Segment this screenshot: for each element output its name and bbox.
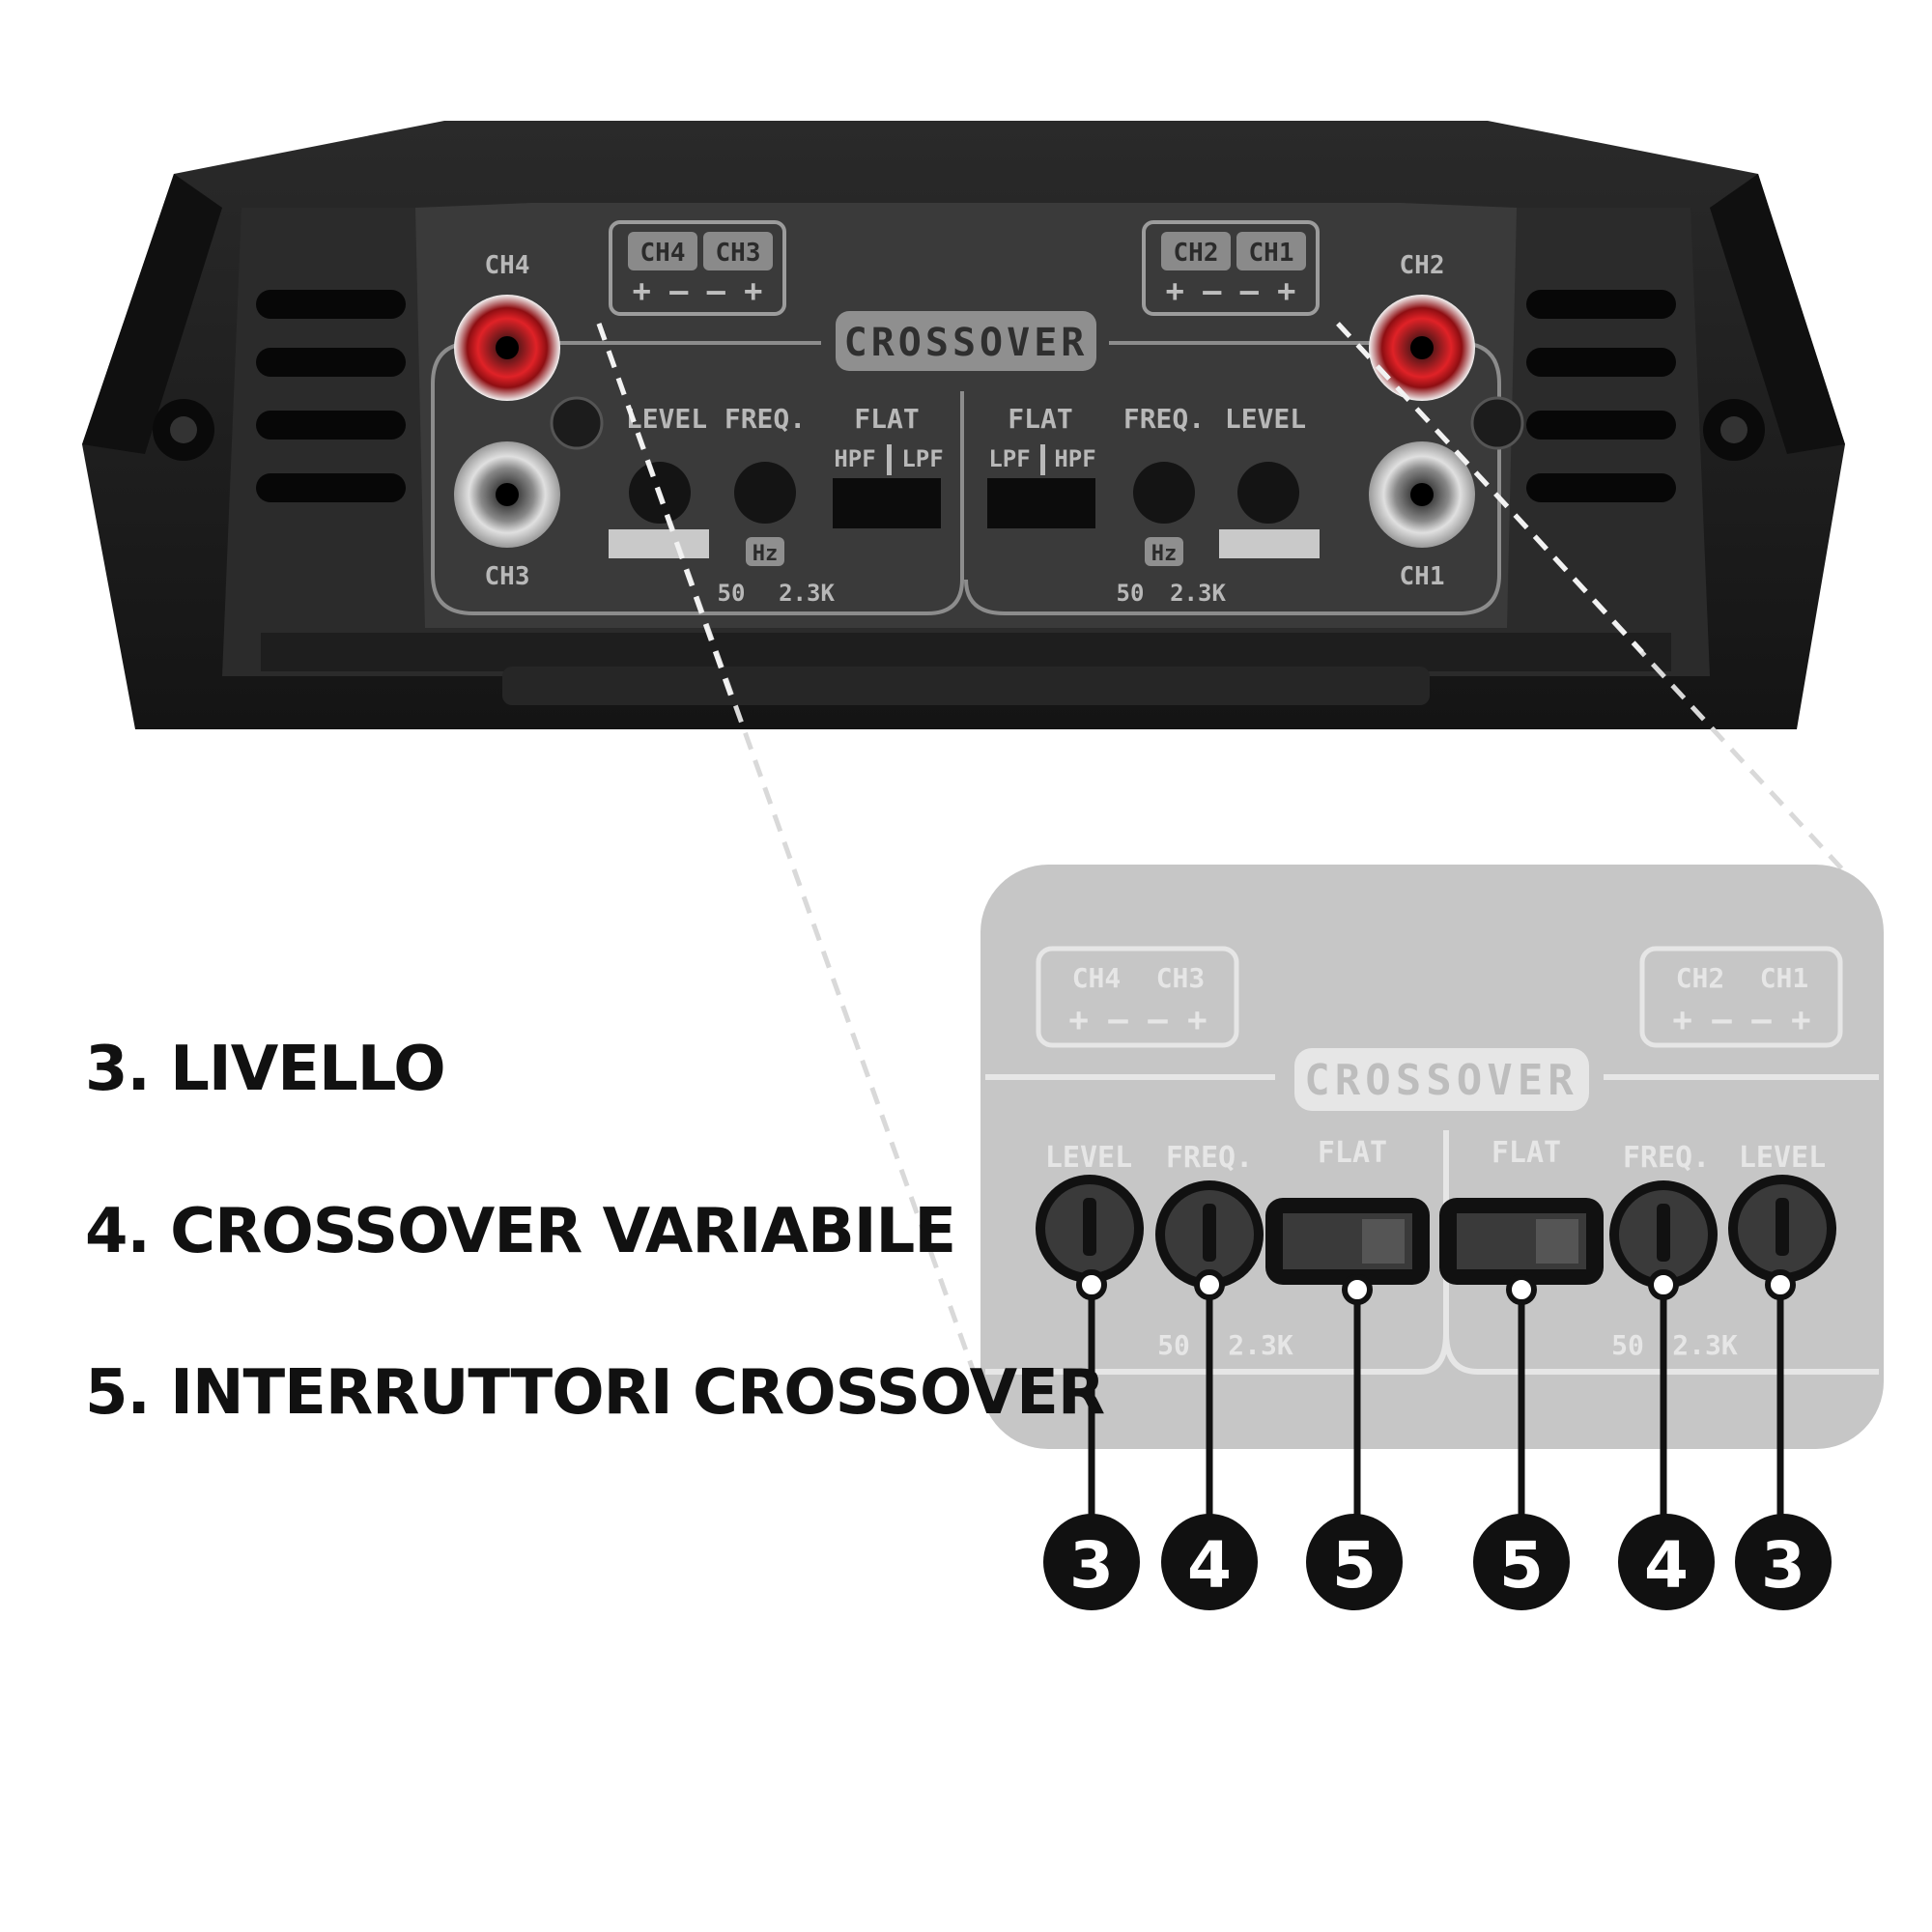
- freq-knob-right[interactable]: [1133, 462, 1195, 524]
- freq-max-left: 2.3K: [779, 580, 835, 607]
- svg-text:CH1: CH1: [1760, 962, 1809, 994]
- bridge-ch4-label: CH4: [640, 239, 686, 268]
- bridge-polarity-left: + – – +: [633, 272, 763, 309]
- bridge-label-ch4-ch3: CH4 CH3 + – – +: [609, 220, 786, 316]
- freq-max-right: 2.3K: [1170, 580, 1226, 607]
- bridge-ch3-label: CH3: [716, 239, 761, 268]
- svg-text:FREQ.: FREQ.: [1166, 1141, 1253, 1175]
- bridge-ch2-label: CH2: [1174, 239, 1219, 268]
- freq-min-left: 50: [718, 580, 746, 607]
- freq-label-right: FREQ.: [1123, 403, 1205, 435]
- zoom-bridge-left: CH4 CH3 + – – +: [1036, 946, 1239, 1048]
- svg-text:50: 50: [1157, 1329, 1190, 1361]
- zoom-level-knob-left[interactable]: [1036, 1175, 1144, 1283]
- svg-text:3: 3: [1069, 1528, 1114, 1603]
- level-label-left: LEVEL: [626, 403, 707, 435]
- ground-screw-right: [1470, 396, 1524, 450]
- callout-badge-freq-left: 4: [1161, 1514, 1258, 1610]
- svg-text:2.3K: 2.3K: [1228, 1329, 1293, 1361]
- legend-item-level: 3. LIVELLO: [85, 1034, 446, 1105]
- rca-input-ch2[interactable]: [1369, 295, 1475, 401]
- zoom-crossover-switch-right[interactable]: [1439, 1198, 1604, 1285]
- hz-label-left: Hz: [753, 542, 779, 566]
- svg-text:5: 5: [1332, 1528, 1377, 1603]
- freq-knob-left[interactable]: [734, 462, 796, 524]
- input-label-ch4: CH4: [485, 251, 530, 280]
- input-label-ch2: CH2: [1400, 251, 1445, 280]
- bridge-ch1-label: CH1: [1249, 239, 1294, 268]
- zoom-freq-knob-right[interactable]: [1609, 1180, 1718, 1289]
- vent-right: [1526, 290, 1676, 502]
- crossover-switch-left[interactable]: [833, 478, 941, 528]
- svg-text:FLAT: FLAT: [1492, 1136, 1561, 1170]
- legend-item-crossover-switches: 5. INTERRUTTORI CROSSOVER: [85, 1357, 1105, 1429]
- svg-text:2.3K: 2.3K: [1672, 1329, 1738, 1361]
- svg-text:FREQ.: FREQ.: [1623, 1141, 1710, 1175]
- callout-anchors: [1076, 1269, 1796, 1305]
- crossover-switch-right[interactable]: [987, 478, 1095, 528]
- svg-text:4: 4: [1644, 1528, 1689, 1603]
- hz-label-right: Hz: [1151, 542, 1178, 566]
- input-label-ch1: CH1: [1400, 562, 1445, 591]
- lpf-label-left: LPF: [901, 445, 943, 472]
- svg-text:5: 5: [1499, 1528, 1544, 1603]
- svg-text:4: 4: [1187, 1528, 1232, 1603]
- callout-badge-level-left: 3: [1043, 1514, 1140, 1610]
- zoom-bridge-right: CH2 CH1 + – – +: [1639, 946, 1843, 1048]
- svg-text:+ – – +: + – – +: [1068, 1001, 1207, 1039]
- svg-text:50: 50: [1611, 1329, 1644, 1361]
- hpf-label-left: HPF: [834, 445, 875, 472]
- hpf-label-right: HPF: [1054, 445, 1095, 472]
- zoomed-panel: CROSSOVER CH4 CH3 + – – + CH2 CH1 + – – …: [980, 865, 1884, 1449]
- input-label-ch3: CH3: [485, 562, 530, 591]
- level-scale-right: [1219, 529, 1320, 558]
- callout-badge-level-right: 3: [1735, 1514, 1832, 1610]
- vent-left: [256, 290, 406, 502]
- zoom-crossover-title: CROSSOVER: [1304, 1056, 1577, 1105]
- flat-label-left: FLAT: [854, 403, 919, 435]
- legend-item-variable-crossover: 4. CROSSOVER VARIABILE: [85, 1196, 956, 1267]
- controls-right: FLAT LPF HPF FREQ. LEVEL Hz 50 2.3K: [987, 403, 1320, 607]
- zoom-freq-knob-left[interactable]: [1155, 1180, 1264, 1289]
- svg-text:3: 3: [1761, 1528, 1805, 1603]
- callout-leaders: [1088, 1285, 1784, 1524]
- freq-label-left: FREQ.: [724, 403, 806, 435]
- rca-input-ch1[interactable]: [1369, 441, 1475, 548]
- level-knob-right[interactable]: [1237, 462, 1299, 524]
- svg-text:FLAT: FLAT: [1318, 1136, 1387, 1170]
- flat-label-right: FLAT: [1008, 403, 1072, 435]
- svg-text:CH4: CH4: [1072, 962, 1122, 994]
- lpf-label-right: LPF: [988, 445, 1030, 472]
- zoom-level-knob-right[interactable]: [1728, 1175, 1836, 1283]
- svg-text:LEVEL: LEVEL: [1739, 1141, 1826, 1175]
- callout-badge-freq-right: 4: [1618, 1514, 1715, 1610]
- rca-input-ch4[interactable]: [454, 295, 560, 401]
- ground-screw-left: [550, 396, 604, 450]
- crossover-title: CROSSOVER: [844, 321, 1089, 365]
- level-scale-left: [609, 529, 709, 558]
- zoom-crossover-switch-left[interactable]: [1265, 1198, 1430, 1285]
- callout-badge-switch-right: 5: [1473, 1514, 1570, 1610]
- controls-left: LEVEL FREQ. FLAT HPF LPF Hz 50 2.3K: [609, 403, 944, 607]
- freq-min-right: 50: [1117, 580, 1145, 607]
- level-label-right: LEVEL: [1225, 403, 1306, 435]
- svg-text:LEVEL: LEVEL: [1045, 1141, 1132, 1175]
- svg-text:+ – – +: + – – +: [1672, 1001, 1810, 1039]
- bridge-label-ch2-ch1: CH2 CH1 + – – +: [1142, 220, 1320, 316]
- svg-text:CH3: CH3: [1156, 962, 1206, 994]
- crossover-frame: CROSSOVER: [431, 311, 1501, 615]
- callout-badge-switch-left: 5: [1306, 1514, 1403, 1610]
- svg-text:CH2: CH2: [1676, 962, 1725, 994]
- control-faceplate: [415, 203, 1517, 628]
- zoom-guide-lines: [596, 322, 1871, 1392]
- rca-input-ch3[interactable]: [454, 441, 560, 548]
- bridge-polarity-right: + – – +: [1166, 272, 1296, 309]
